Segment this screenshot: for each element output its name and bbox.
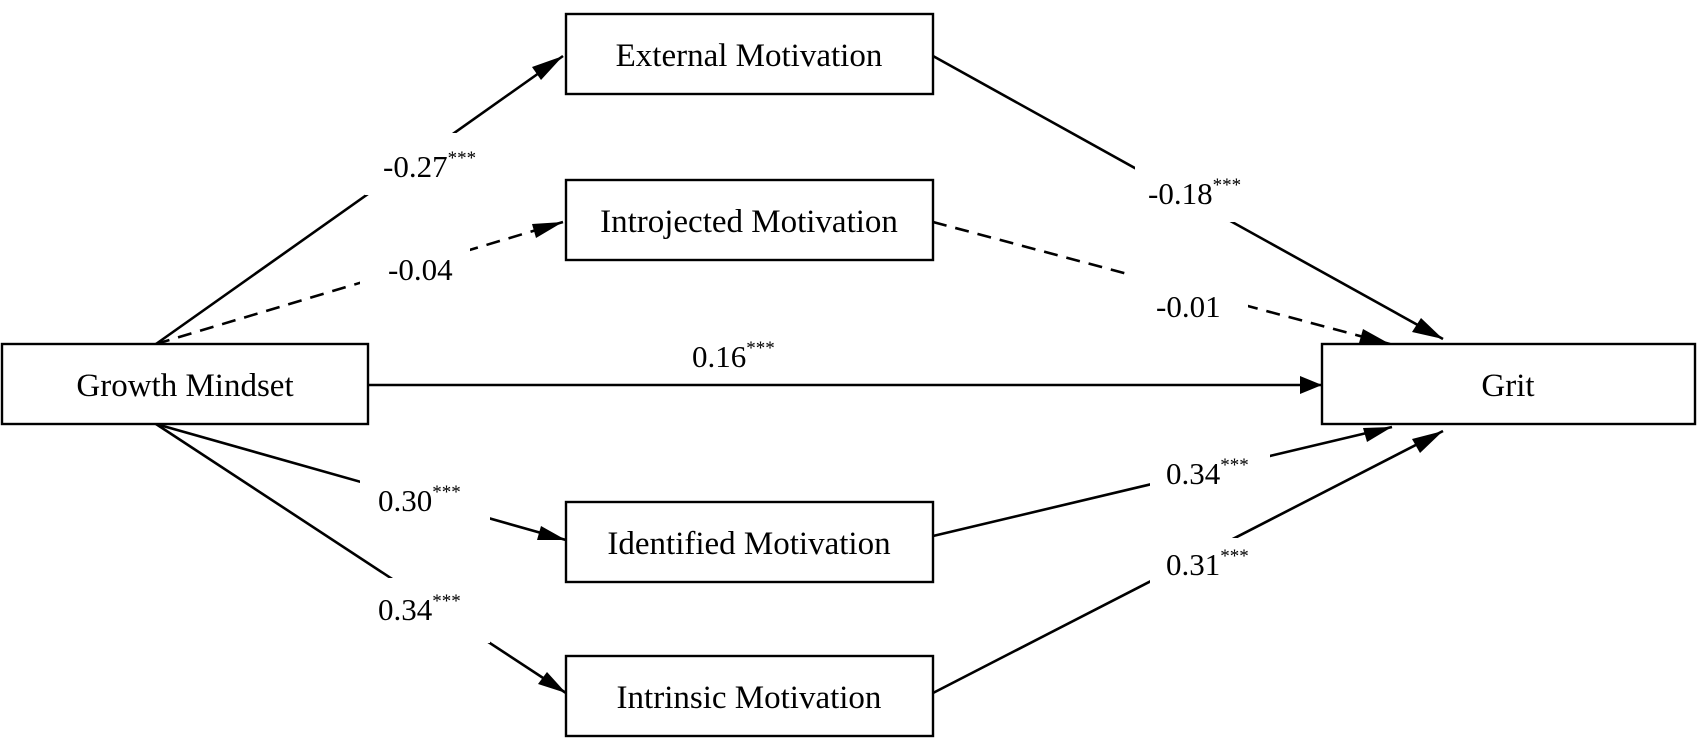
node-intrinsic-motivation-label: Intrinsic Motivation [617,680,882,716]
arrowhead-icon [538,672,566,693]
node-introjected-motivation: Introjected Motivation [564,178,935,262]
arrowhead-icon [1359,329,1390,344]
coef-growth-grit: 0.16*** [692,338,775,374]
coef-growth-external: -0.27*** [383,148,476,184]
node-external-motivation: External Motivation [564,12,935,96]
node-identified-motivation: Identified Motivation [564,500,935,584]
node-identified-motivation-label: Identified Motivation [607,526,890,562]
arrowhead-icon [532,56,563,80]
node-growth-mindset-label: Growth Mindset [76,368,293,404]
arrowhead-icon [1300,376,1322,394]
coef-growth-intrinsic: 0.34*** [378,591,461,627]
edge-growth-introjected [155,220,564,346]
node-external-motivation-label: External Motivation [616,38,883,74]
edge-growth-external [155,54,564,346]
node-introjected-motivation-label: Introjected Motivation [600,204,898,240]
arrowhead-icon [1412,318,1443,339]
node-grit: Grit [1320,342,1697,426]
edge-growth-grit [368,376,1322,394]
node-growth-mindset: Growth Mindset [0,342,370,426]
edge-growth-intrinsic [155,422,567,695]
coef-growth-identified: 0.30*** [378,482,461,518]
arrowhead-icon [1363,427,1392,442]
arrowhead-icon [537,526,566,540]
node-grit-label: Grit [1481,368,1534,404]
coef-identified-grit: 0.34*** [1166,455,1249,491]
coef-introjected-grit: -0.01 [1156,289,1221,324]
coef-external-grit: -0.18*** [1148,175,1241,211]
node-intrinsic-motivation: Intrinsic Motivation [564,654,935,738]
arrowhead-icon [532,222,563,238]
coef-growth-introjected: -0.04 [388,252,453,287]
coef-intrinsic-grit: 0.31*** [1166,546,1249,582]
arrowhead-icon [1412,431,1443,453]
